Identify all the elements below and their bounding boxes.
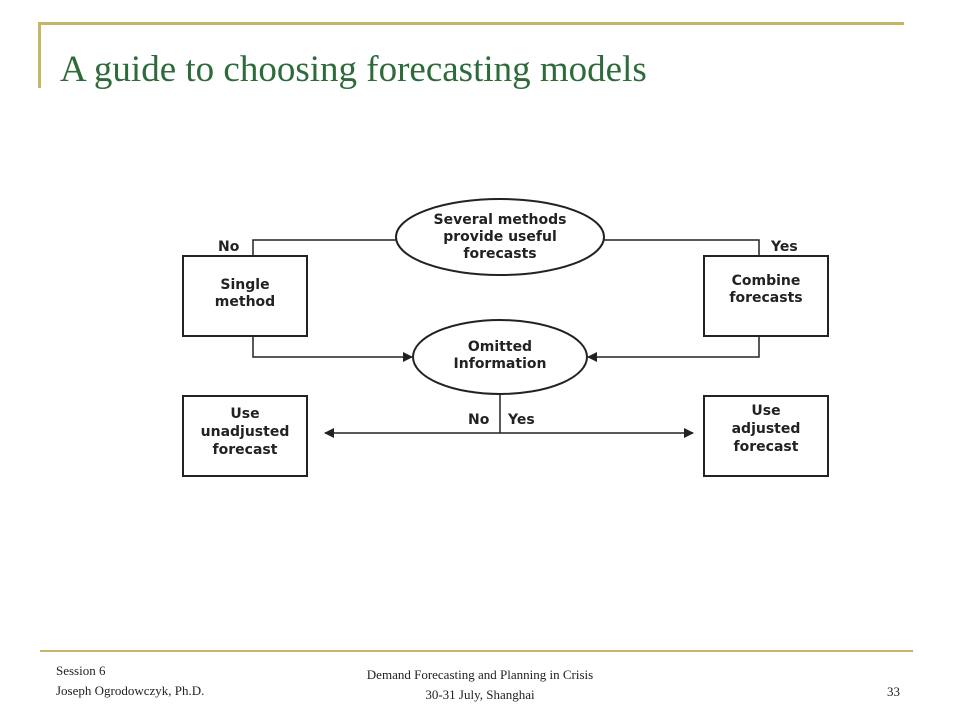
decision-several-methods-line-2: provide useful <box>443 229 557 245</box>
box-single-method-line-2: method <box>215 294 275 310</box>
footer-event: Demand Forecasting and Planning in Crisi… <box>366 667 594 682</box>
label-yes-bottom: Yes <box>507 412 535 428</box>
left-border-line <box>38 22 41 88</box>
footer-dates: 30-31 July, Shanghai <box>425 687 535 702</box>
footer-page-number: 33 <box>887 684 900 699</box>
decision-omitted-information <box>412 319 588 395</box>
box-use-unadjusted-line-1: Use <box>230 406 259 422</box>
box-single-method-line-1: Single <box>220 277 269 293</box>
arrow-single-to-omitted <box>252 336 413 362</box>
slide-title: A guide to choosing forecasting models <box>60 49 647 90</box>
decision-omitted-information-line-1: Omitted <box>468 339 532 355</box>
arrow-combine-to-omitted <box>587 336 760 362</box>
box-use-adjusted-line-3: forecast <box>734 439 799 455</box>
box-combine-forecasts-line-2: forecasts <box>729 290 802 306</box>
label-no-bottom: No <box>468 412 490 428</box>
footer-author: Joseph Ogrodowczyk, Ph.D. <box>56 683 205 698</box>
box-combine-forecasts-line-1: Combine <box>732 273 801 289</box>
decision-omitted-information-line-2: Information <box>454 356 547 372</box>
box-use-adjusted-line-1: Use <box>751 403 780 419</box>
connector-yes-branch <box>603 239 760 256</box>
box-combine-forecasts <box>703 255 829 337</box>
box-single-method <box>182 255 308 337</box>
connector-no-branch <box>252 239 397 256</box>
decision-several-methods-line-3: forecasts <box>463 246 536 262</box>
footer-session: Session 6 <box>56 663 106 678</box>
box-use-unadjusted <box>182 395 308 477</box>
footer-left: Session 6 Joseph Ogrodowczyk, Ph.D. <box>56 661 204 701</box>
box-use-adjusted <box>703 395 829 477</box>
label-yes-top: Yes <box>770 239 798 255</box>
footer-center: Demand Forecasting and Planning in Crisi… <box>340 665 620 705</box>
box-use-unadjusted-line-3: forecast <box>213 442 278 458</box>
label-no-top: No <box>218 239 240 255</box>
box-use-adjusted-line-2: adjusted <box>732 421 801 437</box>
box-use-unadjusted-line-2: unadjusted <box>201 424 290 440</box>
decision-several-methods-line-1: Several methods <box>434 212 567 228</box>
bottom-border-line <box>40 650 913 652</box>
decision-several-methods <box>395 198 605 276</box>
top-border-line <box>38 22 904 25</box>
